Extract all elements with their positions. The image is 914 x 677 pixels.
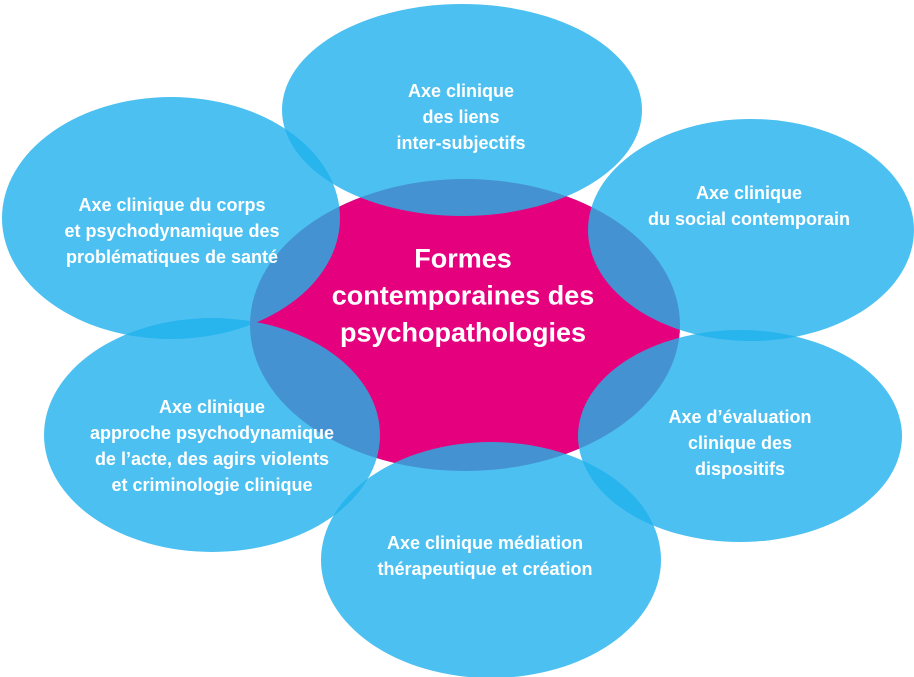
axis-label-top-left: Axe clinique du corps et psychodynamique… [64,192,279,270]
axis-label-right: Axe d’évaluation clinique des dispositif… [668,404,811,482]
label-line: thérapeutique et création [377,559,593,579]
label-line: dispositifs [694,459,786,479]
ellipse-bottom [321,442,661,677]
label-line: Axe clinique [407,81,515,101]
axis-label-top-right: Axe clinique du social contemporain [648,180,850,232]
label-line: Axe clinique [158,397,266,417]
label-line: Axe clinique médiation [386,533,584,553]
ellipse-top-left [2,97,340,339]
label-line: et criminologie clinique [111,475,313,495]
axis-label-bottom-left: Axe clinique approche psychodynamique de… [90,394,334,498]
label-line: approche psychodynamique [89,423,335,443]
center-line: psychopathologies [339,317,587,348]
label-line: Axe clinique [695,183,803,203]
ellipse-top [282,4,642,216]
label-line: inter-subjectifs [396,133,526,153]
label-line: Axe d’évaluation [668,407,812,427]
center-line: Formes [414,243,512,274]
label-line: problématiques de santé [65,247,279,267]
label-line: clinique des [687,433,793,453]
label-line: Axe clinique du corps [78,195,266,215]
center-label: Formes contemporaines des psychopatholog… [332,241,595,352]
label-line: de l’acte, des agirs violents [94,449,330,469]
label-line: des liens [422,107,500,127]
center-line: contemporaines des [331,280,595,311]
label-line: et psychodynamique des [64,221,280,241]
label-line: du social contemporain [647,209,851,229]
axis-label-top: Axe clinique des liens inter-subjectifs [396,78,525,156]
axis-label-bottom: Axe clinique médiation thérapeutique et … [377,530,592,582]
center-core [250,179,680,471]
